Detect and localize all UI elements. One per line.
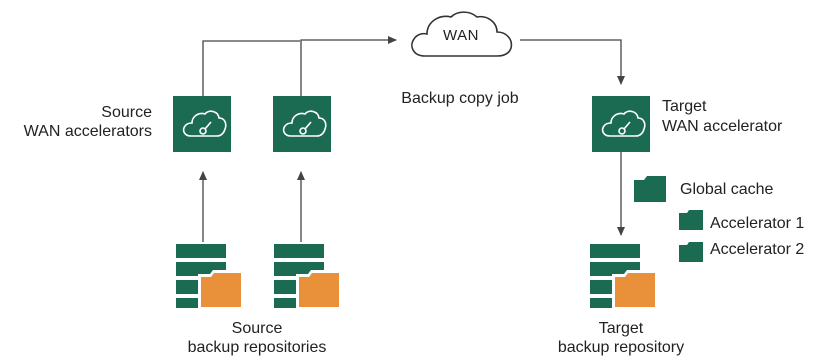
source-accelerators-label-line2: WAN accelerators xyxy=(23,123,152,140)
source-repositories-label-line2: backup repositories xyxy=(187,339,327,356)
target-repository-label-line2: backup repository xyxy=(557,339,685,356)
folder-icon xyxy=(634,176,666,202)
folder-icon xyxy=(679,242,703,262)
wan-accelerator-icon xyxy=(592,96,650,152)
target-wan-accelerator xyxy=(592,96,650,152)
source-accelerators-label-line1: Source xyxy=(101,104,152,121)
cache-accelerator-1-label: Accelerator 1 xyxy=(710,215,805,232)
backup-repository-icon xyxy=(274,244,342,310)
backup-repository-icon xyxy=(176,244,244,310)
wire-wan-to-target xyxy=(520,39,625,85)
target-accelerator-label-line1: Target xyxy=(662,98,707,115)
cloud-icon xyxy=(411,11,513,57)
backup-repository-icon xyxy=(590,244,658,310)
target-repository-label-line1: Target xyxy=(598,320,644,337)
source-repositories-label-line1: Source xyxy=(231,320,283,337)
cache-accelerator-2-label: Accelerator 2 xyxy=(710,241,805,258)
target-accelerator-label-line2: WAN accelerator xyxy=(662,118,783,135)
folder-icon xyxy=(679,210,703,230)
wire-source-accelerator-2 xyxy=(300,36,397,96)
backup-copy-job-label: Backup copy job xyxy=(401,90,519,107)
wan-cloud: WAN xyxy=(405,8,517,66)
wan-accelerator-icon xyxy=(173,96,231,152)
source-wan-accelerator-2 xyxy=(273,96,331,152)
wan-label: WAN xyxy=(443,27,479,44)
wire-source-accelerator-1 xyxy=(202,40,300,96)
wan-accelerator-icon xyxy=(273,96,331,152)
source-wan-accelerator-1 xyxy=(173,96,231,152)
global-cache-label: Global cache xyxy=(680,181,774,198)
